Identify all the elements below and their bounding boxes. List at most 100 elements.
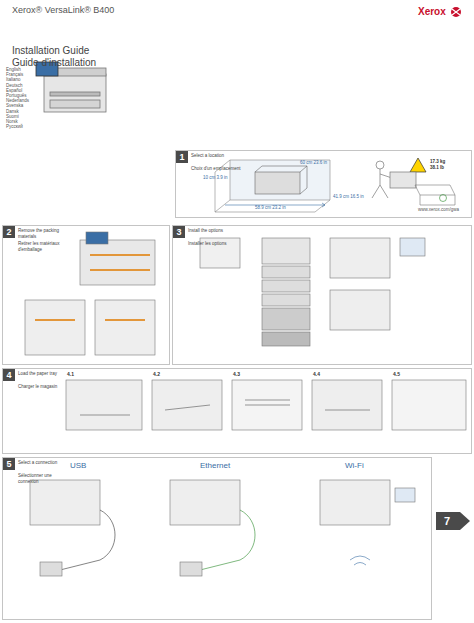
lift-warning-drawing [410, 158, 426, 172]
connection-type: Ethernet [200, 462, 230, 471]
connection-drawing [30, 480, 415, 576]
step-number: 7 [436, 512, 458, 530]
connection-drawing [320, 480, 390, 525]
step-instruction: Select a connection [18, 460, 68, 466]
logo-mark [451, 7, 461, 17]
options-drawing [330, 238, 390, 278]
connection-drawing [40, 562, 62, 576]
options-drawing [262, 308, 310, 330]
room-clearance-drawing [255, 172, 300, 194]
language-name: Svenska [6, 104, 23, 109]
product-name: Xerox® VersaLink® B400 [12, 6, 114, 16]
step-number: 5 [3, 458, 15, 470]
connection-drawing [395, 488, 415, 502]
language-name: Português [6, 94, 27, 99]
guide-title: Installation Guide [12, 45, 89, 56]
step-number: 1 [176, 151, 188, 163]
language-name: Norsk [6, 120, 18, 125]
connection-type: Wi-Fi [345, 462, 364, 471]
lift-warning-drawing [372, 169, 392, 198]
language-name: Español [6, 89, 22, 94]
unpacking-drawing [80, 240, 155, 285]
room-clearance-drawing [255, 166, 307, 194]
substep-number: 4.2 [153, 372, 160, 378]
substep-number: 4.4 [313, 372, 320, 378]
step-instruction: Load the paper tray [18, 371, 68, 377]
step-number: 2 [3, 226, 15, 238]
paper-tray-drawing [312, 380, 382, 430]
arrow-shape [436, 512, 470, 530]
substep-number: 4.3 [233, 372, 240, 378]
step-panel: 5Select a connectionSélectionner une con… [2, 457, 432, 620]
paper-tray-drawing [66, 380, 466, 430]
dimension: 60 cm 23.6 in [300, 161, 327, 166]
web-address: www.xerox.com/gwa [418, 208, 459, 213]
language-name: Français [6, 73, 23, 78]
paper-tray-drawing [80, 400, 370, 415]
lift-warning-drawing [390, 172, 416, 188]
step-panel: 4Load the paper trayCharger le magasin [2, 368, 472, 454]
logo-mark [451, 7, 461, 17]
paper-tray-drawing [152, 380, 222, 430]
substep-number: 4.5 [393, 372, 400, 378]
step-instruction: Retirer les matériaux d'emballage [18, 241, 68, 252]
options-drawing [262, 280, 310, 292]
options-drawing [400, 238, 425, 256]
step-number: 3 [173, 226, 185, 238]
step-instruction: Installer les options [188, 241, 238, 247]
options-drawing [262, 266, 310, 278]
language-name: Italiano [6, 78, 21, 83]
dimension: 10 cm 3.9 in [203, 176, 228, 181]
step-number: 4 [3, 369, 15, 381]
connection-drawing [350, 556, 370, 565]
step-instruction: Charger le magasin [18, 384, 68, 390]
connection-drawing [60, 510, 115, 570]
step-panel: 3Install the optionsInstaller les option… [172, 225, 472, 365]
logo-mark [452, 9, 460, 15]
paper-tray-drawing [66, 380, 142, 430]
connection-drawing [170, 480, 240, 525]
step-instruction: Install the options [188, 228, 238, 234]
unpacking-drawing [25, 232, 155, 355]
dimension: 41.9 cm 16.5 in [333, 195, 364, 200]
lift-warning-drawing [376, 161, 384, 169]
options-drawing [262, 332, 310, 346]
arrow-shape [436, 512, 470, 530]
printer-photo [44, 74, 106, 112]
unpacking-drawing [90, 255, 150, 270]
connection-drawing [200, 510, 255, 570]
dimension: 58.9 cm 23.2 in [255, 206, 286, 211]
language-name: Русский [6, 125, 23, 130]
connection-drawing [180, 562, 202, 576]
language-name: English [6, 68, 21, 73]
unpacking-drawing [95, 300, 155, 355]
brand-logo: Xerox [418, 6, 446, 17]
language-name: Dansk [6, 110, 19, 115]
printer-photo [50, 92, 100, 96]
connection-drawing [30, 480, 100, 525]
step-panel: 2Remove the packing materialsRetirer les… [2, 225, 170, 365]
options-drawing [262, 238, 310, 264]
unpacking-drawing [35, 319, 145, 320]
printer-photo [36, 62, 106, 112]
connection-type: USB [70, 462, 86, 471]
language-name: Suomi [6, 115, 19, 120]
recycle-box-drawing [415, 185, 455, 205]
substep-number: 4.1 [67, 372, 74, 378]
unpacking-drawing [25, 300, 85, 355]
guide-subtitle: Guide d'installation [12, 57, 96, 68]
next-step-arrow: 7 [436, 512, 470, 530]
options-drawing [262, 294, 310, 306]
paper-tray-drawing [392, 380, 466, 430]
language-name: Deutsch [6, 84, 23, 89]
step-instruction: Sélectionner une connexion [18, 473, 68, 484]
lift-warning-drawing [372, 158, 426, 198]
recycle-box-drawing [415, 185, 455, 205]
step-instruction: Choix d'un emplacement [191, 166, 241, 172]
unpacking-drawing [86, 232, 108, 244]
step-instruction: Select a location [191, 153, 241, 159]
weight: 17.3 kg [430, 160, 445, 165]
language-name: Nederlands [6, 99, 29, 104]
weight: 38.1 lb [430, 166, 444, 171]
